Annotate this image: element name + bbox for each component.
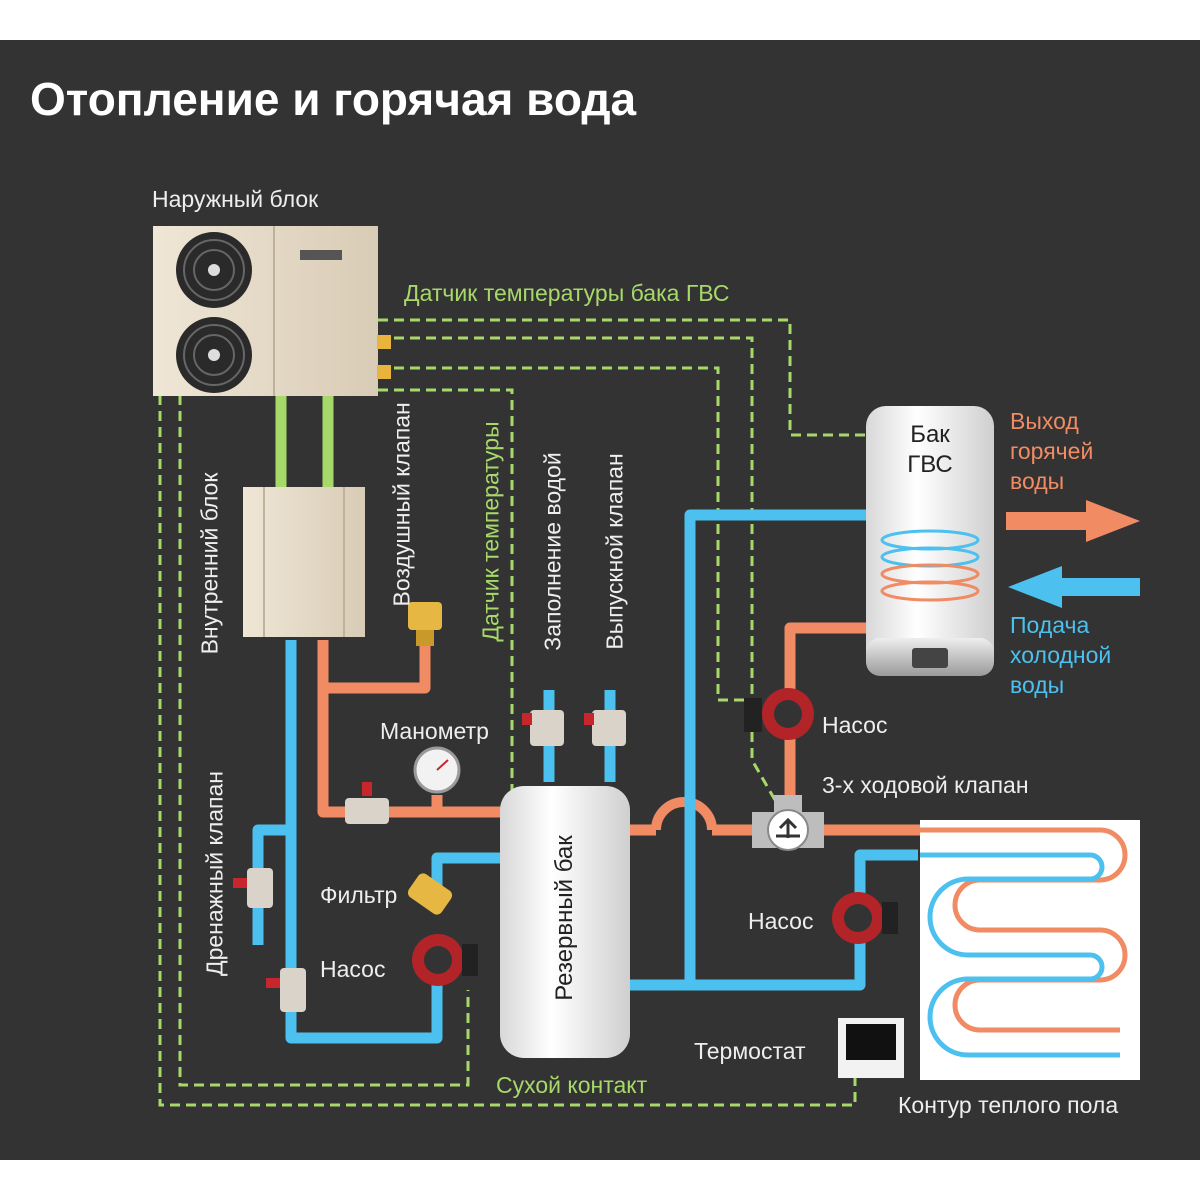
air-valve (408, 602, 442, 646)
floor-heating-panel (920, 820, 1140, 1080)
buffer-tank (500, 786, 630, 1058)
dry-contact-label: Сухой контакт (496, 1072, 648, 1098)
filter (407, 873, 453, 915)
wire-dhw-sensor (378, 318, 868, 437)
wire-temp-sensor (378, 388, 514, 1000)
page-title: Отопление и горячая вода (30, 73, 637, 125)
buffer-tank-label: Резервный бак (551, 835, 578, 1001)
fan-icon (176, 317, 252, 393)
valve-icon (266, 968, 306, 1012)
pump-floor-label: Насос (748, 908, 814, 934)
valve-icon (584, 710, 626, 746)
wire-thermostat (158, 395, 857, 1107)
sensor-wires (158, 318, 868, 1107)
arrow-right-icon (1006, 500, 1140, 542)
indoor-unit (243, 487, 365, 637)
manometer-label: Манометр (380, 718, 489, 744)
fan-icon (176, 232, 252, 308)
drain-valve-label: Дренажный клапан (201, 771, 228, 976)
wire-pump-dhw (378, 366, 750, 702)
three-way-valve (752, 795, 824, 851)
water-fill-label: Заполнение водой (539, 452, 566, 651)
hot-water-out-label: Выход горячей воды (1010, 408, 1094, 494)
pump-icon (412, 934, 478, 986)
temp-sensor-label: Датчик температуры (477, 421, 504, 642)
valve-icon (345, 782, 389, 824)
pump-icon (744, 688, 814, 740)
pump-dhw-label: Насос (822, 712, 888, 738)
outlet-valve-label: Выпускной клапан (601, 453, 628, 650)
refrigerant-lines (275, 396, 334, 487)
wire-3way (378, 336, 777, 801)
valve-icon (522, 710, 564, 746)
thermostat-label: Термостат (694, 1038, 806, 1064)
arrow-left-icon (1008, 566, 1140, 608)
three-way-valve-label: 3-х ходовой клапан (822, 772, 1029, 798)
indoor-unit-label: Внутренний блок (196, 472, 223, 655)
gauge-icon (413, 746, 461, 794)
dhw-tank (866, 406, 994, 676)
cold-water-in-label: Подача холодной воды (1010, 612, 1112, 698)
filter-label: Фильтр (320, 882, 398, 908)
outdoor-unit (153, 226, 391, 396)
thermostat (838, 1018, 904, 1078)
air-valve-label: Воздушный клапан (388, 402, 415, 607)
dhw-tank-label: Бак ГВС (907, 421, 953, 478)
valve-icon (233, 868, 273, 908)
pump-heating-label: Насос (320, 956, 386, 982)
pump-icon (832, 892, 898, 944)
outdoor-unit-label: Наружный блок (152, 186, 319, 212)
floor-heating-label: Контур теплого пола (898, 1092, 1119, 1118)
dhw-sensor-label: Датчик температуры бака ГВС (404, 280, 730, 306)
wire-dry-contact (178, 395, 470, 1087)
